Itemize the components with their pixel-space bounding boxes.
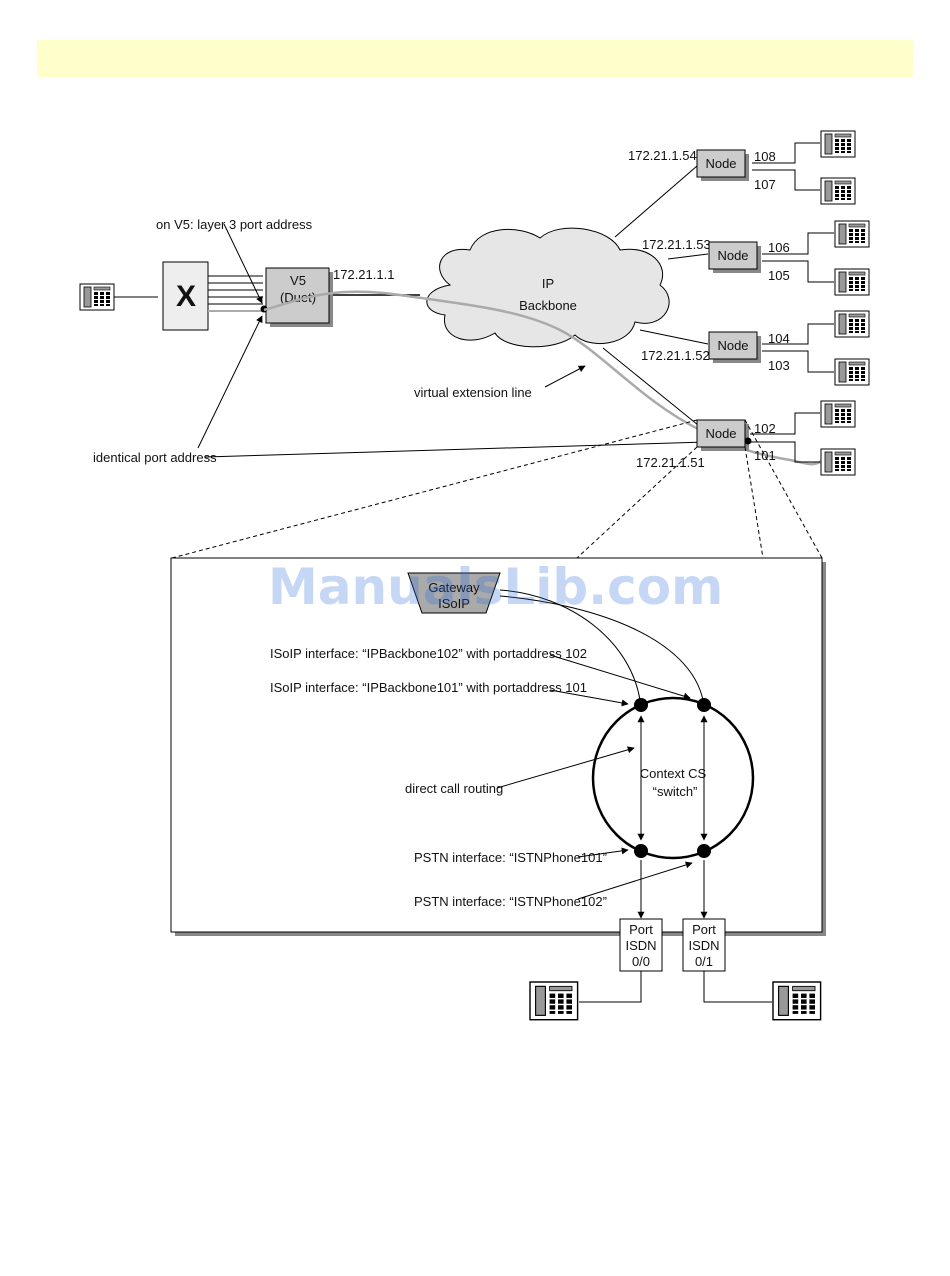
- isoip-101-dot: [634, 698, 648, 712]
- port-a-line2: ISDN: [625, 938, 656, 953]
- node-ip-54: 172.21.1.54: [628, 148, 697, 163]
- port-107: 107: [754, 177, 776, 192]
- phone-icon: [820, 400, 856, 428]
- port-b-line2: ISDN: [688, 938, 719, 953]
- phone-icon: [820, 130, 856, 158]
- cloud-label-line1: IP: [542, 276, 554, 291]
- phone-icon: [834, 268, 870, 296]
- context-label-line1: Context CS: [640, 766, 707, 781]
- port-b-line3: 0/1: [695, 954, 713, 969]
- node-label-54: Node: [705, 156, 736, 171]
- port-a-line1: Port: [629, 922, 653, 937]
- gateway-label-line2: ISoIP: [438, 596, 470, 611]
- ip-backbone-cloud: [426, 227, 670, 348]
- exchange-icon: X: [176, 280, 196, 313]
- watermark: ManualsLib.com: [268, 558, 723, 616]
- phone-icon: [834, 220, 870, 248]
- callout-virtual-extension-line: virtual extension line: [414, 385, 532, 400]
- node-label-52: Node: [717, 338, 748, 353]
- direct-call-routing-label: direct call routing: [405, 781, 503, 796]
- phone-icon: [820, 448, 856, 476]
- port-102: 102: [754, 421, 776, 436]
- v5-ip-address: 172.21.1.1: [333, 267, 394, 282]
- port-101: 101: [754, 448, 776, 463]
- phone-icon: [834, 310, 870, 338]
- page-header-band: [37, 40, 913, 77]
- node-box-51: [696, 419, 746, 448]
- node-box-53: [708, 241, 758, 270]
- phone-icon: [79, 283, 115, 311]
- isoip-interface-102-label: ISoIP interface: “IPBackbone102” with po…: [270, 646, 587, 661]
- v5-sublabel: (Duet): [280, 290, 316, 305]
- detail-panel: [170, 557, 823, 933]
- phone-icon: [834, 358, 870, 386]
- port-106: 106: [768, 240, 790, 255]
- gateway-label-line1: Gateway: [428, 580, 480, 595]
- node-port-dot: [744, 437, 752, 445]
- zoom-lines: [171, 419, 823, 559]
- port-isdn-0-1-box: [682, 918, 726, 972]
- gateway-isoip-box: [407, 572, 501, 614]
- port-108: 108: [754, 149, 776, 164]
- node-box-52: [708, 331, 758, 360]
- node-ip-52: 172.21.1.52: [641, 348, 710, 363]
- phone-icon: [820, 177, 856, 205]
- port-105: 105: [768, 268, 790, 283]
- callout-identical-port-address: identical port address: [93, 450, 217, 465]
- pstn-interface-101-label: PSTN interface: “ISTNPhone101”: [414, 850, 607, 865]
- node-label-51: Node: [705, 426, 736, 441]
- pstn-interface-102-label: PSTN interface: “ISTNPhone102”: [414, 894, 607, 909]
- node-label-53: Node: [717, 248, 748, 263]
- cloud-label-line2: Backbone: [519, 298, 577, 313]
- node-ip-51: 172.21.1.51: [636, 455, 705, 470]
- isoip-interface-101-label: ISoIP interface: “IPBackbone101” with po…: [270, 680, 587, 695]
- virtual-extension-line: [263, 290, 823, 466]
- pstn-101-dot: [634, 844, 648, 858]
- node-box-54: [696, 149, 746, 178]
- port-a-line3: 0/0: [632, 954, 650, 969]
- node-ip-53: 172.21.1.53: [642, 237, 711, 252]
- port-104: 104: [768, 331, 790, 346]
- callout-layer3-port-address: on V5: layer 3 port address: [156, 217, 313, 232]
- pstn-102-dot: [697, 844, 711, 858]
- phone-icon: [772, 981, 822, 1021]
- port-b-line1: Port: [692, 922, 716, 937]
- phone-icon: [529, 981, 579, 1021]
- context-cs-circle: [591, 696, 755, 860]
- context-label-line2: “switch”: [653, 784, 698, 799]
- port-103: 103: [768, 358, 790, 373]
- v5-label: V5: [290, 273, 306, 288]
- isoip-102-dot: [697, 698, 711, 712]
- exchange-box: [162, 261, 209, 331]
